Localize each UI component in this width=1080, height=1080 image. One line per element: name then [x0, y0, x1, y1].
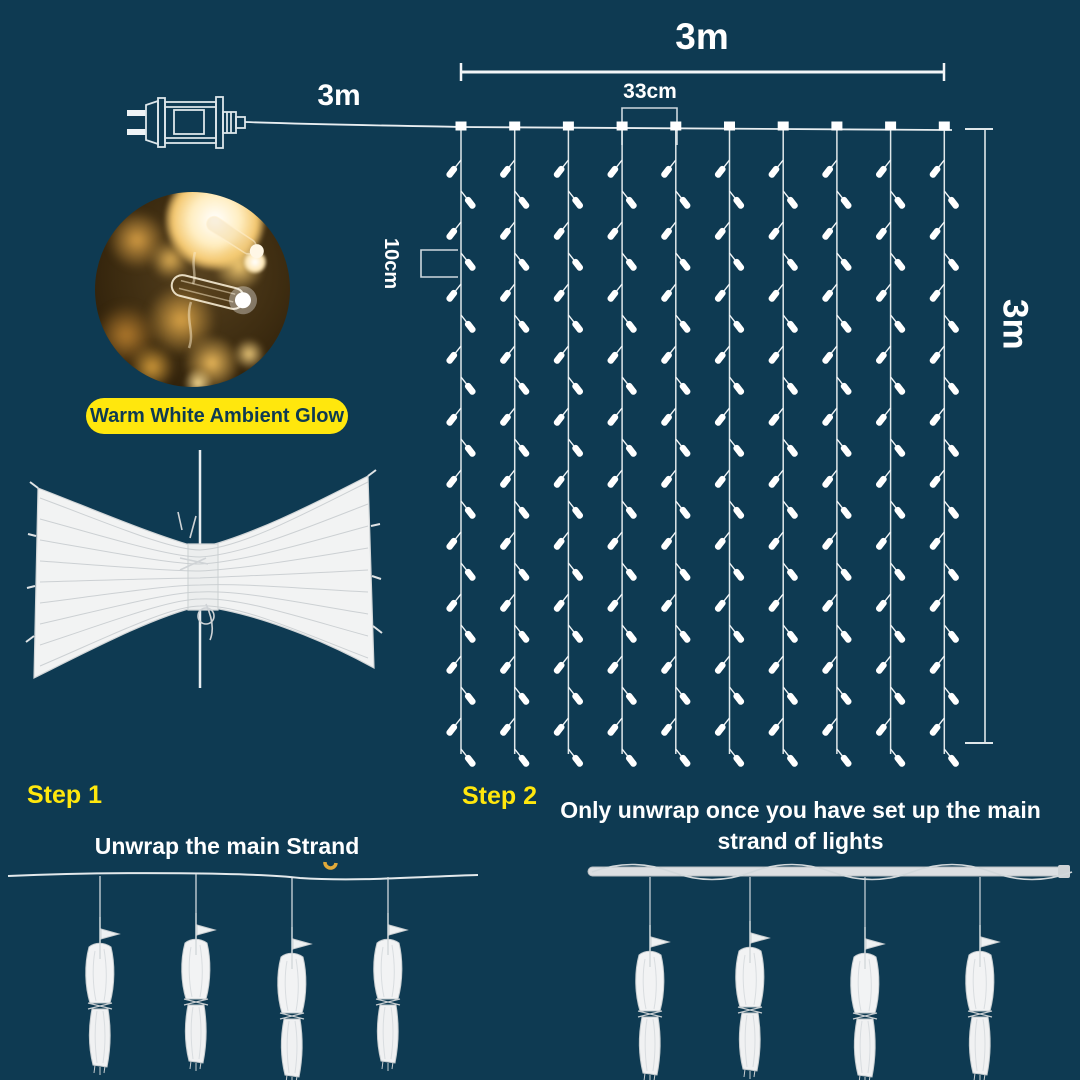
- step-illustrations: [7, 861, 1073, 1080]
- main-strand-wire: [460, 126, 952, 131]
- step2-heading: Step 2: [462, 782, 538, 810]
- light-spacing-label: 10cm: [380, 238, 402, 290]
- light-spacing-bracket: [420, 249, 458, 278]
- bundle-image: [25, 450, 383, 688]
- height-dimension-line: [965, 128, 993, 744]
- lead-length-label: 3m: [317, 79, 361, 112]
- strand-spacing-label: 33cm: [623, 80, 677, 103]
- width-dimension-line: [459, 63, 946, 81]
- step1-heading: Step 1: [27, 781, 103, 809]
- plug-icon: [127, 96, 246, 149]
- curtain-strands: [446, 121, 959, 767]
- feature-badge: Warm White Ambient Glow: [86, 398, 348, 434]
- icicle-bulb-icon: [170, 215, 264, 349]
- step2-illustration: [587, 863, 1073, 1080]
- width-dimension-label: 3m: [675, 16, 729, 57]
- step1-description: Unwrap the main Strand: [94, 833, 360, 859]
- curtain-diagram: [127, 63, 993, 767]
- feature-badge-label: Warm White Ambient Glow: [89, 404, 345, 427]
- step2-description: Only unwrap once you have set up the mai…: [560, 797, 1041, 855]
- lead-wire: [244, 121, 462, 128]
- step1-illustration: [7, 861, 479, 1080]
- strand-clip-icon: [323, 861, 338, 870]
- warm-glow-photo: [95, 192, 290, 387]
- height-dimension-label: 3m: [995, 298, 1035, 350]
- strand-spacing-bracket: [621, 107, 678, 145]
